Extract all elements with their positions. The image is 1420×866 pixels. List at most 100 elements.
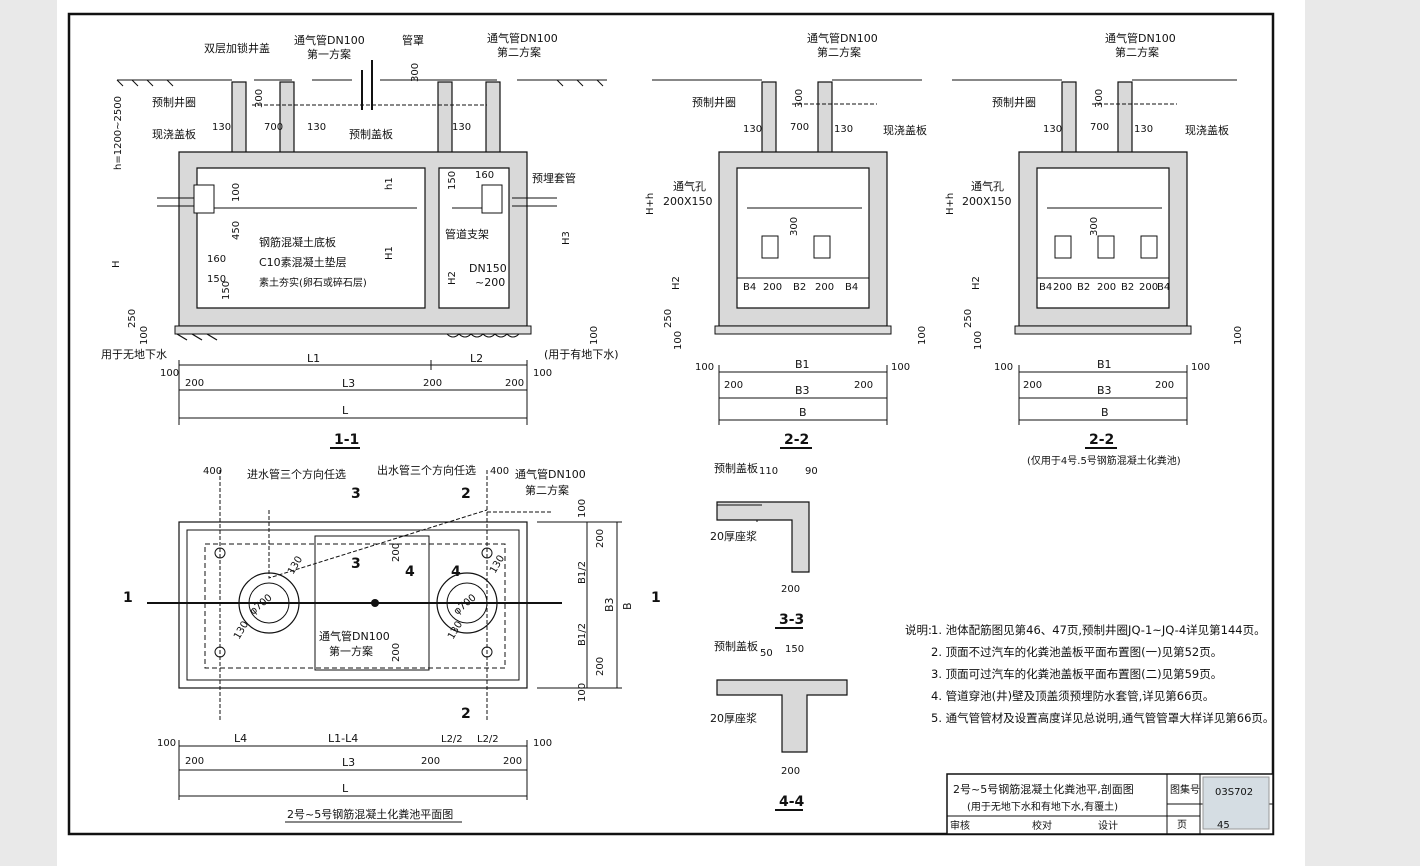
plan-dim-400a: 400 (203, 466, 222, 477)
s22b-dim-300a: 300 (1094, 89, 1105, 108)
plan-dim-200b: 200 (391, 643, 402, 662)
s22b-dim-100r: 100 (1191, 362, 1210, 373)
s22b-hole-dim: 200X150 (962, 195, 1012, 208)
s22a-vent-sub-label: 第二方案 (817, 45, 861, 59)
s22b-dim-H2: H2 (971, 276, 982, 290)
s22a-dim-300a: 300 (794, 89, 805, 108)
base1-label: 钢筋混凝土底板 (259, 235, 336, 249)
s22b-dim-200r: 200 (1155, 380, 1174, 391)
dim-L: L (342, 404, 349, 417)
section-2-2b-title: 2-2 (1089, 432, 1114, 448)
plan-vent2-sub-label: 第二方案 (525, 483, 569, 497)
s22a-dim-B4b: B4 (845, 282, 858, 293)
dim-300a: 300 (254, 89, 265, 108)
s22b-dim-100a: 100 (973, 331, 984, 350)
dim-100r: 100 (533, 368, 552, 379)
s22b-dim-100b: 100 (1233, 326, 1244, 345)
s22a-castslab-label: 现浇盖板 (883, 123, 927, 137)
plan-dim-200m: 200 (421, 756, 440, 767)
titleblock-subtitle: (用于无地下水和有地下水,有覆土) (967, 800, 1118, 813)
plan-phi1-label: φ700 (248, 592, 275, 617)
s22b-dim-B4a: B4 (1039, 282, 1052, 293)
detail-3-3-title: 3-3 (779, 612, 804, 628)
s22a-dim-100a: 100 (673, 331, 684, 350)
dim-200b: 200 (423, 378, 442, 389)
s22a-dim-Hh: H+h (645, 193, 656, 215)
sheet-border (67, 12, 1275, 836)
s44-mortar-label: 20厚座浆 (710, 711, 757, 725)
s22a-dim-200r: 200 (854, 380, 873, 391)
plan-dim-L: L (342, 782, 349, 795)
s22b-dim-B: B (1101, 406, 1109, 419)
plan-dim-B12b: B1/2 (577, 623, 588, 646)
s33-dim-200: 200 (781, 584, 800, 595)
plan-dim-400b: 400 (490, 466, 509, 477)
notes: 说明: 1. 池体配筋图见第46、47页,预制井圈JQ-1~JQ-4详见第144… (905, 623, 1274, 725)
base2-label: C10素混凝土垫层 (259, 255, 347, 269)
dn150-label: DN150 (469, 262, 507, 275)
s22a-dim-B3: B3 (795, 384, 810, 397)
s22b-dim-B4b: B4 (1157, 282, 1170, 293)
dim-L3: L3 (342, 377, 355, 390)
vent2-label: 通气管DN100 (487, 31, 558, 45)
s22b-dim-100l: 100 (994, 362, 1013, 373)
cut-4-b: 4 (451, 564, 461, 580)
s22a-dim-130a: 130 (743, 124, 762, 135)
s22a-dim-130b: 130 (834, 124, 853, 135)
plan-dim-L4: L4 (234, 732, 247, 745)
cut-3-mid: 3 (351, 556, 361, 572)
dim-100c: 100 (589, 326, 600, 345)
plan-title: 2号~5号钢筋混凝土化粪池平面图 (287, 807, 453, 821)
drawing-canvas: 双层加锁井盖 通气管DN100 第一方案 管罩 通气管DN100 第二方案 预制… (67, 12, 1275, 836)
titleblock-atlas-no: 03S702 (1215, 787, 1253, 798)
dim-130b: 130 (307, 122, 326, 133)
cut-2-bottom: 2 (461, 706, 471, 722)
dim-300b: 300 (410, 63, 421, 82)
base3-label: 素土夯实(卵石或碎石层) (259, 276, 367, 289)
section-2-2-b: 通气管DN100 第二方案 预制井圈 现浇盖板 通气孔 200X150 H+h … (945, 31, 1244, 467)
s22a-vent-label: 通气管DN100 (807, 31, 878, 45)
titleblock-check: 校对 (1032, 819, 1052, 832)
dim-H1: H1 (384, 246, 395, 260)
s44-dim-50: 50 (760, 648, 773, 659)
s33-mortar-label: 20厚座浆 (710, 529, 757, 543)
s44-dim-200: 200 (781, 766, 800, 777)
s22a-dim-100r: 100 (891, 362, 910, 373)
titleblock-page-no: 45 (1217, 820, 1230, 831)
plan-vent1-sub-label: 第一方案 (329, 644, 373, 658)
plan-dim-200bt: 200 (595, 657, 606, 676)
plan-vent2-label: 通气管DN100 (515, 467, 586, 481)
s22a-dim-250: 250 (663, 309, 674, 328)
drawing-sheet: 双层加锁井盖 通气管DN100 第一方案 管罩 通气管DN100 第二方案 预制… (57, 0, 1305, 866)
cut-3-top: 3 (351, 486, 361, 502)
dim-250: 250 (127, 309, 138, 328)
s22b-dim-B2a: B2 (1077, 282, 1090, 293)
plan-phi2-label: φ700 (452, 592, 479, 617)
detail-4-4-title: 4-4 (779, 794, 805, 810)
vent1-sub-label: 第一方案 (307, 47, 351, 61)
dim-L1: L1 (307, 352, 320, 365)
vent1-label: 通气管DN100 (294, 33, 365, 47)
dim-h: h=1200~2500 (113, 96, 124, 170)
cut-1-left: 1 (123, 590, 133, 606)
plan-dim-100bt: 100 (577, 683, 588, 702)
cap-label: 管罩 (402, 33, 424, 47)
note-item-1: 1. 池体配筋图见第46、47页,预制井圈JQ-1~JQ-4详见第144页。 (931, 623, 1266, 637)
plan-vent1-label: 通气管DN100 (319, 629, 390, 643)
s22b-vent-sub-label: 第二方案 (1115, 45, 1159, 59)
s22a-dim-B4a: B4 (743, 282, 756, 293)
notes-heading: 说明: (905, 623, 932, 637)
dim-100b: 100 (139, 326, 150, 345)
plan-dim-100t: 100 (577, 499, 588, 518)
titleblock-stamp-image (1202, 776, 1270, 830)
dim-H2: H2 (447, 271, 458, 285)
dim-100l: 100 (160, 368, 179, 379)
titleblock-atlas-label: 图集号 (1170, 783, 1200, 796)
cut-1-right: 1 (651, 590, 661, 606)
titleblock-design: 设计 (1098, 819, 1118, 832)
s22a-dim-700: 700 (790, 122, 809, 133)
plan-dim-L22a: L2/2 (441, 734, 463, 745)
section-2-2b-subtitle: (仅用于4号.5号钢筋混凝土化粪池) (1027, 454, 1181, 467)
s22a-dim-B2: B2 (793, 282, 806, 293)
detail-3-3: 预制盖板 20厚座浆 110 90 200 3-3 (710, 461, 818, 629)
